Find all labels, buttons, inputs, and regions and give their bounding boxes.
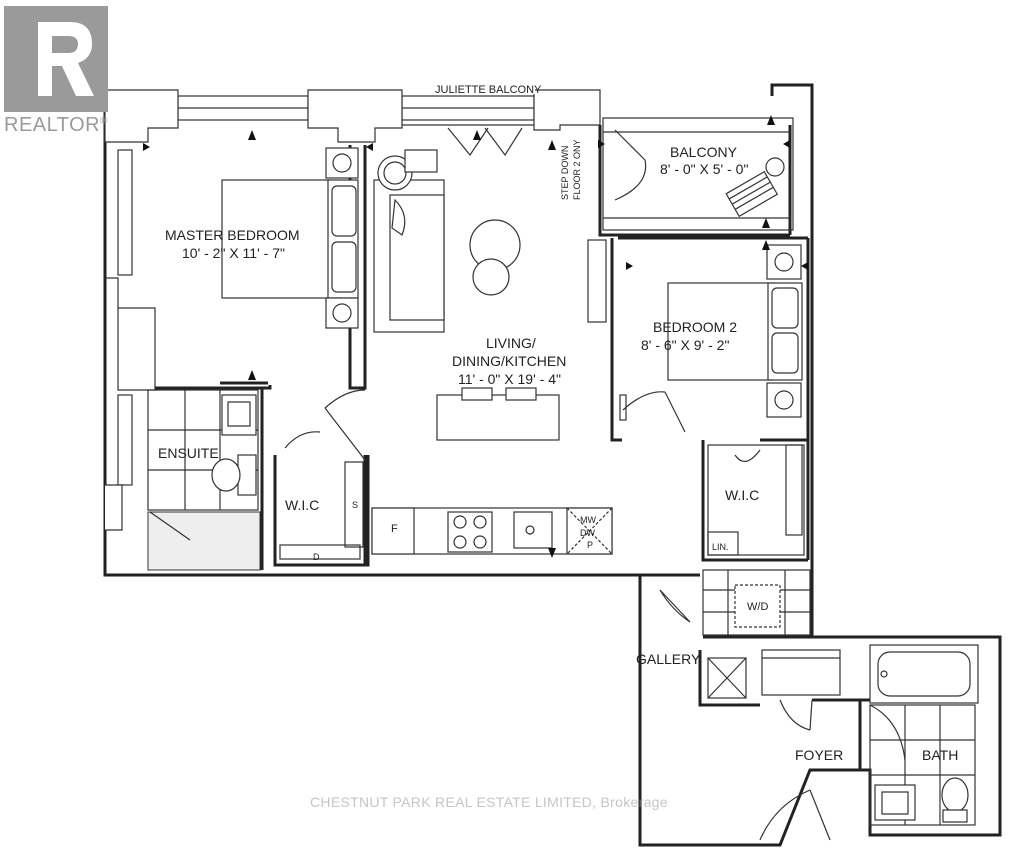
brokerage-watermark: CHESTNUT PARK REAL ESTATE LIMITED, Broke… bbox=[310, 794, 668, 810]
balcony bbox=[602, 117, 794, 231]
gallery-foyer bbox=[707, 649, 841, 699]
bedroom-2-dimensions: 8' - 6" X 9' - 2" bbox=[641, 337, 729, 353]
doors bbox=[284, 389, 906, 841]
bath-fixtures bbox=[869, 644, 979, 826]
linen-label: LIN. bbox=[712, 542, 729, 552]
juliette-balcony-label: JULIETTE BALCONY bbox=[435, 84, 542, 96]
kitchen-counter bbox=[371, 507, 613, 555]
floor-label: FLOOR 2 ONY bbox=[572, 139, 582, 200]
microwave-label: MW bbox=[580, 515, 596, 525]
fridge-label: F bbox=[391, 523, 398, 535]
shelf-label: S bbox=[352, 500, 358, 510]
step-down-label: STEP DOWN bbox=[560, 146, 570, 200]
wic-1-label: W.I.C bbox=[285, 497, 319, 513]
master-bedroom-dimensions: 10' - 2" X 11' - 7" bbox=[182, 245, 285, 261]
bedroom-2-bed bbox=[619, 244, 803, 421]
wic-2 bbox=[707, 444, 805, 556]
drawer-label: D bbox=[313, 552, 320, 562]
gallery-label: GALLERY bbox=[636, 651, 701, 667]
ensuite-label: ENSUITE bbox=[158, 445, 219, 461]
wic-2-label: W.I.C bbox=[725, 487, 759, 503]
bath-label: BATH bbox=[922, 747, 958, 763]
master-bed bbox=[221, 147, 359, 329]
living-label: LIVING/ bbox=[486, 335, 536, 351]
realtor-logo bbox=[0, 0, 122, 140]
bedroom-2-label: BEDROOM 2 bbox=[653, 319, 737, 335]
juliette-doors bbox=[402, 80, 535, 157]
realtor-r-icon bbox=[4, 6, 108, 112]
registered-mark: ® bbox=[100, 115, 108, 127]
living-furniture bbox=[373, 149, 607, 441]
interior-walls bbox=[155, 125, 870, 770]
wic-1 bbox=[279, 461, 364, 560]
laundry bbox=[703, 570, 810, 635]
living-dimensions: 11' - 0" X 19' - 4" bbox=[458, 371, 561, 387]
master-bedroom-label: MASTER BEDROOM bbox=[165, 227, 300, 243]
balcony-dimensions: 8' - 0" X 5' - 0" bbox=[660, 161, 748, 177]
pantry-label: P bbox=[587, 540, 593, 550]
ensuite-fixtures bbox=[147, 389, 261, 571]
dimension-markers bbox=[143, 115, 808, 558]
balcony-label: BALCONY bbox=[670, 144, 738, 160]
realtor-text: REALTOR bbox=[4, 114, 101, 136]
washer-dryer-label: W/D bbox=[747, 601, 768, 613]
dishwasher-label: DW bbox=[580, 528, 595, 538]
dining-kitchen-label: DINING/KITCHEN bbox=[452, 353, 566, 369]
realtor-wordmark: REALTOR® bbox=[4, 114, 108, 137]
foyer-label: FOYER bbox=[795, 747, 843, 763]
outer-walls bbox=[103, 83, 1002, 847]
